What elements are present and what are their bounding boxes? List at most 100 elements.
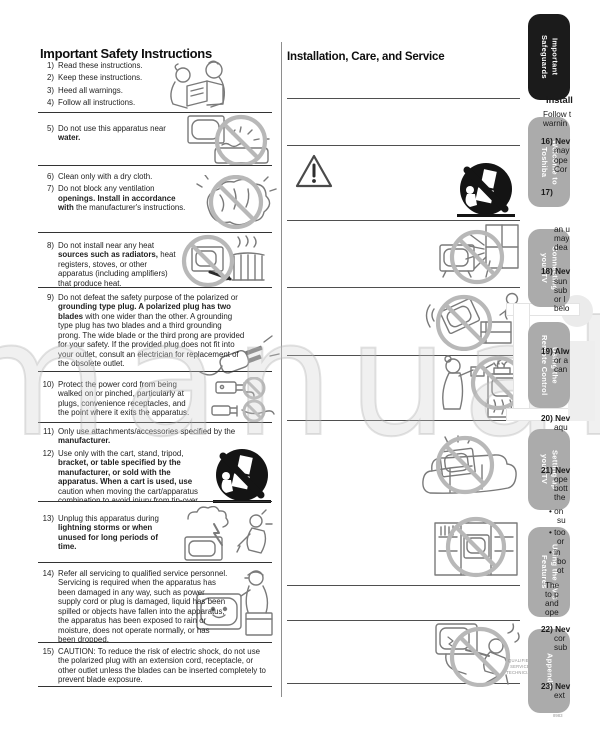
instruction-text: Do not defeat the safety purpose of the … — [58, 293, 245, 369]
instruction-group: 8)Do not install near any heat sources s… — [38, 233, 272, 288]
instruction-text: Do not block any ventilation openings. I… — [58, 184, 186, 213]
polarized-plug-illustration — [198, 330, 280, 382]
clipped-text-line: Follow t — [543, 110, 572, 119]
no-enclosed-space-illustration — [431, 511, 521, 581]
clipped-text-line: 23) Nev — [541, 682, 571, 691]
clipped-text-line: an u — [554, 225, 570, 234]
clipped-text-line: Install — [546, 95, 573, 105]
instruction-item: 9) Do not defeat the safety purpose of th… — [38, 293, 272, 369]
clipped-text-line: sub — [554, 286, 568, 295]
clipped-text-line: may — [554, 234, 570, 243]
sidebar-tab-using-the-remote-control: Using the Remote Control — [528, 322, 570, 408]
clipped-text-line: dea — [554, 243, 568, 252]
unplug-lightning-illustration — [182, 506, 274, 564]
clipped-text-line: • in — [549, 548, 561, 557]
sidebar-tab-label: Appendix — [545, 652, 555, 690]
instruction-number: 8) — [46, 241, 54, 250]
sidebar-tab-using-the-tvs-features: Using the TV's Features — [528, 527, 570, 617]
clipped-text-line: or a — [554, 356, 569, 365]
page-title-installation: Installation, Care, and Service — [287, 50, 445, 63]
page-title-safety: Important Safety Instructions — [40, 45, 212, 61]
clipped-text-line: 8983 — [553, 713, 563, 718]
sidebar-tab-label: Setting up your TV — [540, 449, 560, 490]
instruction-item: 11)Only use attachments/accessories spec… — [38, 427, 272, 446]
instruction-number: 9) — [46, 293, 54, 302]
clipped-text-line: ope — [545, 608, 559, 617]
watermark-logo-panel — [568, 341, 595, 421]
instruction-group: 11)Only use attachments/accessories spec… — [38, 423, 272, 502]
warning-triangle-illustration — [294, 153, 334, 189]
clipped-text-line: bott — [554, 484, 568, 493]
instruction-item: 1)Read these instructions. — [38, 61, 272, 70]
instruction-text: Use only with the cart, stand, tripod, b… — [58, 448, 200, 502]
no-soft-surface-illustration — [420, 435, 518, 501]
clipped-text-line: ope — [554, 475, 568, 484]
instruction-item: 8)Do not install near any heat sources s… — [38, 241, 272, 287]
qualified-service-illustration — [192, 567, 276, 639]
instruction-number: 11) — [43, 427, 54, 436]
section-divider-line — [287, 420, 520, 421]
instruction-item: 6)Clean only with a dry cloth. — [38, 172, 272, 181]
instruction-number: 12) — [42, 448, 54, 458]
clipped-text-line: to p — [545, 590, 559, 599]
instruction-item: 14)Refer all servicing to qualified serv… — [38, 569, 272, 643]
clipped-text-line: cor — [554, 634, 566, 643]
section-divider-line — [287, 620, 520, 621]
clipped-text-line: The — [545, 581, 560, 590]
instruction-group: 10) Protect the power cord from being wal… — [38, 372, 272, 423]
clipped-text-line: belo — [554, 304, 570, 313]
clipped-text-line: su — [557, 516, 566, 525]
clipped-text-line: ext — [554, 691, 565, 700]
instruction-number: 7) — [46, 184, 54, 194]
instruction-number: 1) — [46, 61, 54, 70]
instruction-number: 15) — [42, 647, 54, 656]
clipped-text-line: 17) — [541, 188, 553, 197]
section-divider-line — [287, 683, 520, 684]
reading-people-illustration — [162, 60, 234, 112]
section-divider-line — [287, 355, 520, 356]
instruction-text: Keep these instructions. — [58, 73, 143, 83]
clipped-text-line: sub — [554, 643, 568, 652]
instruction-text: Protect the power cord from being walked… — [58, 380, 190, 418]
instruction-number: 3) — [46, 85, 54, 95]
clipped-text-line: the — [554, 493, 566, 502]
clipped-text-line: Cor — [554, 165, 568, 174]
section-divider-line — [287, 287, 520, 288]
instruction-item: 13)Unplug this apparatus during lightnin… — [38, 514, 272, 552]
instruction-number: 4) — [46, 98, 54, 108]
sidebar-tab-label: Connecting your TV — [540, 245, 560, 291]
no-self-repair-illustration — [428, 619, 520, 687]
clipped-text-line: • too — [549, 528, 566, 537]
instruction-item: 10) Protect the power cord from being wal… — [38, 380, 272, 418]
sidebar-tab-label: Important Safeguards — [540, 35, 560, 79]
instruction-group: 5)Do not use this apparatus near water. — [38, 113, 272, 166]
instruction-number: 10) — [42, 380, 54, 389]
instruction-group: 14)Refer all servicing to qualified serv… — [38, 563, 272, 643]
instruction-text: Unplug this apparatus during lightning s… — [58, 514, 159, 552]
no-edge-tipover-illustration — [424, 289, 520, 351]
clipped-text-line: or l — [554, 295, 566, 304]
clipped-text-line: 19) Alw — [541, 347, 570, 356]
sidebar-tab-setting-up-your-tv: Setting up your TV — [528, 429, 570, 510]
instruction-number: 6) — [46, 172, 54, 181]
sidebar-tab-connecting-your-tv: Connecting your TV — [528, 229, 570, 307]
sidebar-tab-welcome-to-toshiba: Welcome to Toshiba — [528, 117, 570, 207]
instruction-item: 4)Follow all instructions. — [38, 98, 272, 107]
column-divider — [281, 42, 282, 697]
instruction-item: 2)Keep these instructions. — [38, 73, 272, 82]
clipped-text-line: 20) Nev — [541, 414, 571, 423]
clipped-text-line: can — [554, 365, 568, 374]
instruction-group: 13)Unplug this apparatus during lightnin… — [38, 502, 272, 563]
instruction-text: Heed all warnings. — [58, 85, 123, 95]
instruction-group: 6)Clean only with a dry cloth. 7) Do not b… — [38, 166, 272, 233]
no-sunlight-illustration — [434, 223, 520, 285]
instruction-item: 15)CAUTION: To reduce the risk of electr… — [38, 647, 272, 685]
clipped-text-line: 16) Nev — [541, 137, 571, 146]
instruction-group: 1)Read these instructions. 2)Keep these i… — [38, 56, 272, 113]
instruction-text: Refer all servicing to qualified service… — [58, 569, 228, 643]
clipped-text-line: warnin — [543, 119, 568, 128]
no-cart-tipover-illustration — [456, 161, 516, 219]
no-cord-pinch-illustration — [202, 377, 278, 422]
instruction-item: 7) Do not block any ventilation openings.… — [38, 184, 272, 212]
instruction-group: 9) Do not defeat the safety purpose of th… — [38, 288, 272, 372]
